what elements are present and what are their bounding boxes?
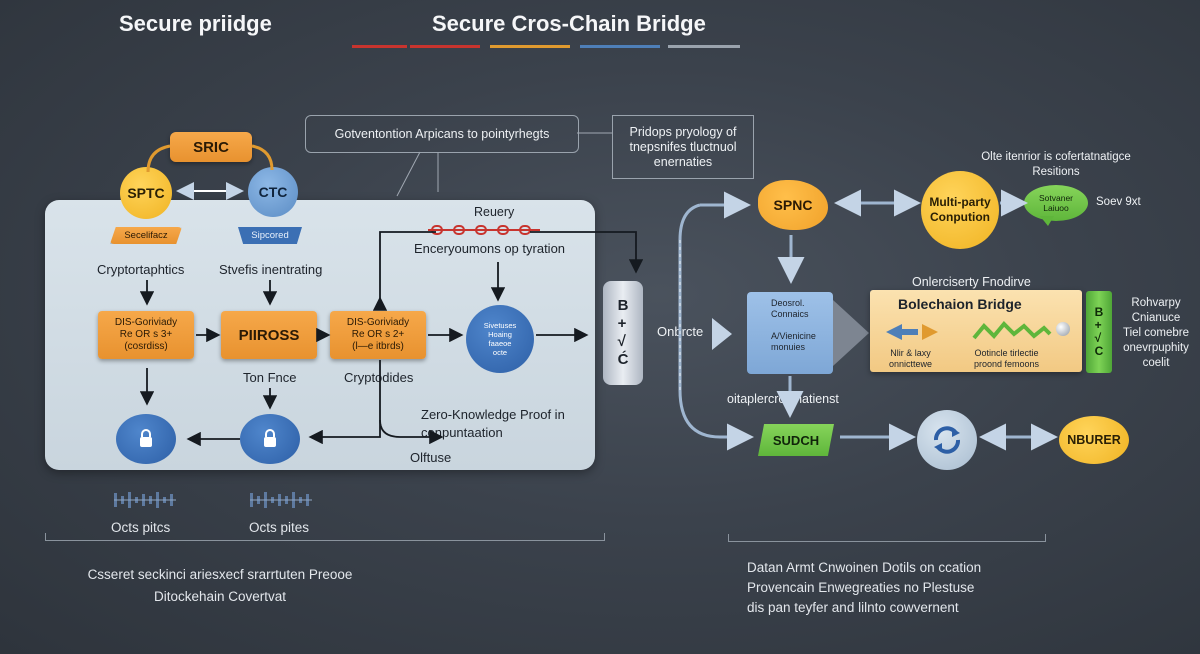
footer-divider-left bbox=[45, 540, 605, 541]
sipcored-tag: Sipcored bbox=[238, 227, 302, 244]
cloud-node: Sivetuses Hoaing faaeoe octe bbox=[466, 305, 534, 373]
zkp-label: Zero-Knowledge Proof in conpuntaation bbox=[421, 407, 565, 440]
knob-icon bbox=[1056, 322, 1070, 336]
lock-icon bbox=[264, 429, 276, 447]
accent-bar-gray bbox=[668, 45, 740, 48]
chain-link-icon bbox=[428, 222, 540, 235]
lock-icon bbox=[140, 429, 152, 447]
small-pillar: B + √ C bbox=[1086, 291, 1112, 373]
rkv-label: Rohvarpy Cnianuce Tiel comebre onevrpuph… bbox=[1122, 297, 1190, 369]
bridge-pillar: B + √ Ć bbox=[603, 281, 643, 385]
sudch-tag: SUDCH bbox=[758, 424, 834, 456]
reuery-label: Reuery bbox=[474, 205, 515, 219]
bridge-title: Bolechaion Bridge bbox=[898, 296, 1022, 312]
bridge-left-label: Nlir & laxy onnicttewe bbox=[889, 348, 933, 369]
note-top: Gotventontion Arpicans to pointyrhegts bbox=[305, 115, 579, 153]
olftuse-label: Olftuse bbox=[410, 450, 452, 465]
note-right: Pridops pryology of tnepsnifes tluctnuol… bbox=[612, 115, 754, 179]
sosv-label: Soev 9xt bbox=[1096, 196, 1141, 208]
mpc-node: Multi-party Conpution bbox=[921, 171, 999, 249]
sptc-node: SPTC bbox=[120, 167, 172, 219]
octs-label-1: Octs pitcs bbox=[111, 520, 171, 535]
arrows-icon bbox=[882, 320, 942, 344]
octs-label-2: Octs pites bbox=[249, 520, 310, 535]
accent-bar-orange bbox=[490, 45, 570, 48]
nburer-node: NBURER bbox=[1059, 416, 1129, 464]
left-title: Secure priidge bbox=[119, 11, 272, 36]
stvefis-label: Stvefis inentrating bbox=[219, 262, 323, 277]
accent-bar-red bbox=[352, 45, 407, 48]
spnc-cloud: SPNC bbox=[758, 180, 828, 230]
footer-divider-tick bbox=[1045, 534, 1046, 542]
dis-box-2: DIS-Goriviady Re OR s 2+ (l—e itbrds) bbox=[330, 311, 426, 359]
crypto-label: Cryptortaphtics bbox=[97, 262, 185, 277]
footer-divider-tick bbox=[728, 534, 729, 542]
crypto2-label: Cryptodides bbox=[344, 370, 414, 385]
ton-label: Ton Fnce bbox=[243, 370, 297, 385]
encryp-label: Enceryoumons op tyration bbox=[414, 241, 566, 256]
zigzag-icon bbox=[972, 320, 1052, 344]
footer-divider-tick bbox=[45, 533, 46, 541]
lock-node-1 bbox=[116, 414, 176, 464]
footer-divider-tick bbox=[604, 533, 605, 541]
octs-icon-1 bbox=[114, 490, 176, 510]
right-footer: Datan Armt Cnwoinen Dotils on ccation Pr… bbox=[747, 560, 982, 615]
secelifacz-tag: Secelifacz bbox=[110, 227, 182, 244]
funnel-arrow-icon bbox=[833, 300, 869, 366]
ctc-node: CTC bbox=[248, 167, 298, 217]
dis-box-1: DIS-Goriviady Re OR s 3+ (cosrdiss) bbox=[98, 311, 194, 359]
bubble-tail-icon bbox=[1040, 216, 1054, 226]
control-panel: Deosrol. Connaics A/Vienicine monuies bbox=[747, 292, 833, 374]
center-title: Secure Cros-Chain Bridge bbox=[432, 11, 706, 36]
olte-label: Olte itenrior is cofertatnatigce Resitio… bbox=[981, 151, 1131, 178]
accent-bar-blue bbox=[580, 45, 660, 48]
sync-node bbox=[917, 410, 977, 470]
speech-bubble: Sotvaner Laiuoo bbox=[1024, 185, 1088, 221]
footer-divider-right bbox=[728, 541, 1046, 542]
piiross-box: PIIROSS bbox=[221, 311, 317, 359]
sync-icon bbox=[934, 426, 960, 454]
oriercierty-label: Onlerciserty Fnodirve bbox=[912, 275, 1031, 289]
lock-node-2 bbox=[240, 414, 300, 464]
sric-box: SRIC bbox=[170, 132, 252, 162]
bridge-right-label: Ootincle tirlectie proond femoons bbox=[974, 348, 1040, 369]
accent-bar-red-2 bbox=[410, 45, 480, 48]
left-footer: Csseret seckinci ariesxecf srarrtuten Pr… bbox=[87, 567, 353, 604]
octs-icon-2 bbox=[250, 490, 312, 510]
